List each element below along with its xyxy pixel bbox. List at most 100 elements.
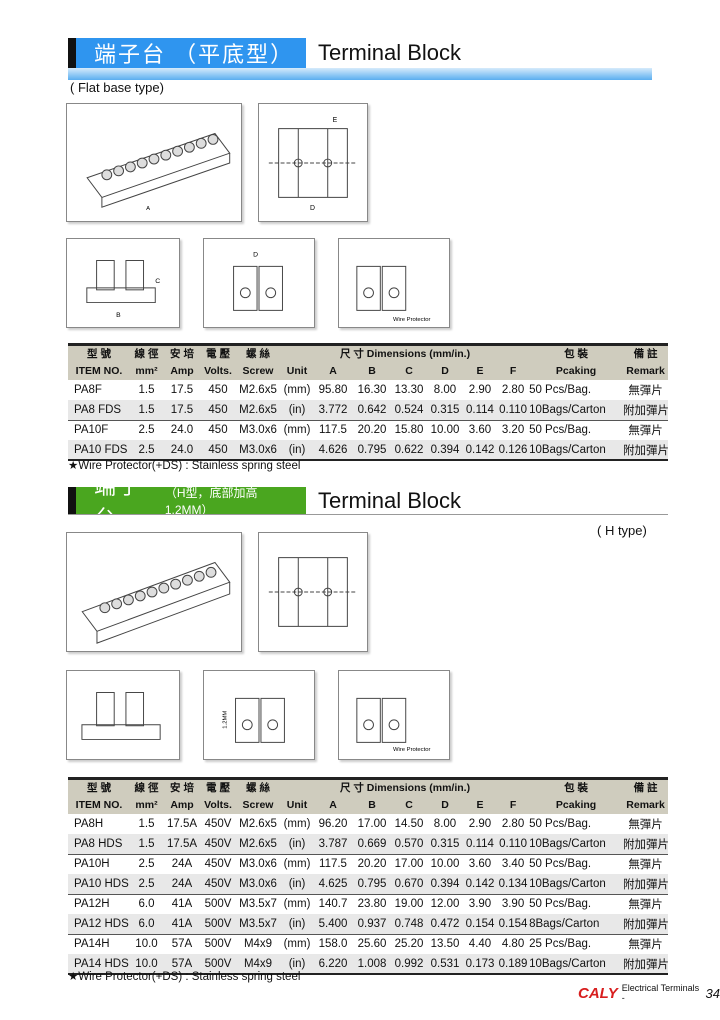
header-en: Unit <box>286 799 308 811</box>
section2-title-cn: 端子台 <box>94 473 143 531</box>
header-cn: 線 徑 <box>134 348 159 360</box>
table-cell: 5.400 <box>318 917 348 930</box>
table-cell: 10Bags/Carton <box>529 957 606 970</box>
table-cell: 17.5 <box>170 403 194 416</box>
table-cell: 1.008 <box>357 957 387 970</box>
table-cell: 15.80 <box>394 424 424 437</box>
header-en: Amp <box>170 365 194 377</box>
h-block-wire-protector-drawing: Wire Protector <box>338 670 450 760</box>
header-cn: 電 壓 <box>206 348 230 360</box>
table-cell: 50 Pcs/Bag. <box>529 858 592 871</box>
table-cell: 2.5 <box>138 877 155 890</box>
header-en: E <box>476 799 484 811</box>
table-cell: PA10 HDS <box>74 877 129 890</box>
table-cell: 12.00 <box>430 898 460 911</box>
header-en: ITEM NO. <box>75 799 123 811</box>
flat-block-front-drawing: D <box>203 238 315 328</box>
table-cell: 0.114 <box>466 837 494 850</box>
table-cell: 13.50 <box>430 938 460 951</box>
table-cell: 0.524 <box>394 403 424 416</box>
table-cell: 117.5 <box>319 424 347 437</box>
table-cell: M3.0x6 <box>239 424 277 437</box>
table-cell: 0.622 <box>394 443 424 456</box>
table-cell: 附加彈片 <box>623 404 670 417</box>
section1-title-cn: 端子台 （平底型） <box>76 38 306 68</box>
table-cell: 附加彈片 <box>623 878 670 891</box>
table-cell: (mm) <box>283 818 311 830</box>
header-cn: 安 培 <box>170 348 194 360</box>
table-cell: 24A <box>171 858 193 871</box>
table-cell: 10.0 <box>135 957 158 970</box>
table-cell: M2.6x5 <box>239 384 277 396</box>
table-cell: 1.5 <box>138 837 155 850</box>
table-cell: 117.5 <box>319 858 347 871</box>
table-cell: 4.625 <box>318 877 348 890</box>
table-cell: 10.00 <box>430 858 460 871</box>
height-label: 1.2MM <box>223 711 229 729</box>
table-cell: 0.394 <box>430 877 460 890</box>
table-cell: (in) <box>288 917 306 930</box>
table-cell: (mm) <box>283 938 311 951</box>
header-en: Remark <box>626 799 665 811</box>
table-cell: 500V <box>204 898 232 911</box>
table-cell: 50 Pcs/Bag. <box>529 818 592 830</box>
table-cell: 0.669 <box>357 837 387 850</box>
table-cell: 4.626 <box>318 443 348 456</box>
header-en: D <box>441 365 449 377</box>
table-cell: M3.5x7 <box>239 917 277 930</box>
header-cn: 型 號 <box>87 782 111 794</box>
table-cell: 4.80 <box>501 938 525 951</box>
table-cell: 50 Pcs/Bag. <box>529 384 592 396</box>
header-en: A <box>329 799 337 811</box>
table-cell: 3.772 <box>318 403 348 416</box>
table-cell: 0.937 <box>357 917 387 930</box>
table-cell: 17.5A <box>166 837 198 850</box>
section1-header: 端子台 （平底型） Terminal Block <box>68 38 461 68</box>
table-cell: 0.472 <box>430 917 460 930</box>
header-cn: 型 號 <box>87 348 111 360</box>
table-cell: 50 Pcs/Bag. <box>529 898 592 911</box>
dim-label-a: A <box>146 206 150 212</box>
table-cell: M4x9 <box>243 938 273 951</box>
table-cell: 0.795 <box>357 877 387 890</box>
table-cell: 41A <box>171 898 193 911</box>
header-en: B <box>368 799 376 811</box>
wire-protector-label: Wire Protector <box>393 317 430 323</box>
header-en: ITEM NO. <box>75 365 123 377</box>
table-cell: 無彈片 <box>628 899 663 912</box>
wire-protector-label: Wire Protector <box>393 747 430 753</box>
table-cell: 3.40 <box>501 858 525 871</box>
table-cell: M2.6x5 <box>239 403 277 416</box>
table-cell: 0.315 <box>430 837 460 850</box>
table-cell: 附加彈片 <box>623 918 670 931</box>
table-cell: M3.0x6 <box>239 877 277 890</box>
section2-title-cn-small: （H型，底部加高1.2MM） <box>164 485 258 517</box>
table-cell: 8.00 <box>433 384 457 396</box>
header-cn: 安 培 <box>170 782 194 794</box>
table-cell: 1.5 <box>138 384 155 396</box>
table-cell: 附加彈片 <box>623 838 670 851</box>
table-cell: 0.189 <box>498 957 528 970</box>
h-type-spec-table: 型 號線 徑安 培電 壓螺 絲尺 寸 Dimensions (mm/in.)包 … <box>68 777 670 975</box>
table-cell: 0.114 <box>466 403 494 416</box>
table-cell: 0.748 <box>394 917 424 930</box>
table-cell: 0.570 <box>394 837 424 850</box>
flat-base-spec-table: 型 號線 徑安 培電 壓螺 絲尺 寸 Dimensions (mm/in.)包 … <box>68 343 670 461</box>
table-cell: 24A <box>171 877 193 890</box>
table-cell: 8.00 <box>433 818 457 830</box>
table-cell: 450 <box>208 424 228 437</box>
table-cell: 0.992 <box>394 957 424 970</box>
table-cell: 0.173 <box>465 957 495 970</box>
caly-logo: CALY <box>578 984 618 1002</box>
h-block-perspective-drawing <box>66 532 242 652</box>
table-cell: 2.80 <box>501 818 525 830</box>
table-cell: 450V <box>204 877 232 890</box>
table-cell: (in) <box>288 443 306 456</box>
footnote: ★Wire Protector(+DS) : Stainless spring … <box>68 971 301 983</box>
